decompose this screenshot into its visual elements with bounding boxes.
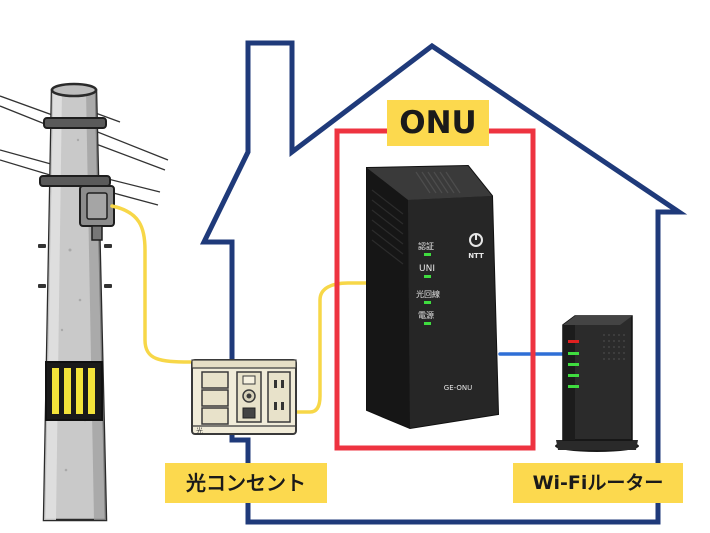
ntt-logo-icon xyxy=(469,233,483,247)
house-outline xyxy=(199,40,688,525)
optical-outlet-label: 光コンセント xyxy=(165,463,327,503)
wifi-router-icon xyxy=(555,315,639,452)
led-uni-label: UNI xyxy=(419,264,435,274)
router-led-1 xyxy=(568,352,579,355)
onu-device-icon: NTT 認証 UNI 光回線 電源 GE-ONU xyxy=(366,164,500,430)
onu-brand: NTT xyxy=(468,252,484,260)
router-led-4 xyxy=(568,385,579,388)
led-optical xyxy=(424,301,431,304)
router-led-3 xyxy=(568,374,579,377)
outlet-mark: 光 xyxy=(196,426,203,435)
router-led-red xyxy=(568,340,579,343)
pole-sign xyxy=(45,361,103,421)
onu-model: GE-ONU xyxy=(444,384,472,392)
wifi-router-label: Wi-Fiルーター xyxy=(513,463,683,503)
onu-label: ONU xyxy=(387,100,489,146)
led-uni xyxy=(424,275,431,278)
fiber-cable-pole-to-outlet xyxy=(110,204,192,364)
led-power xyxy=(424,322,431,325)
router-led-2 xyxy=(568,363,579,366)
led-auth xyxy=(424,253,431,256)
fiber-cable-outlet-to-onu xyxy=(294,281,369,414)
led-auth-label: 認証 xyxy=(418,241,434,251)
closure-box xyxy=(79,185,115,241)
led-power-label: 電源 xyxy=(418,311,434,320)
optical-outlet-icon: 光 xyxy=(191,359,297,435)
led-optical-label: 光回線 xyxy=(416,289,440,299)
utility-pole-icon xyxy=(0,82,169,522)
